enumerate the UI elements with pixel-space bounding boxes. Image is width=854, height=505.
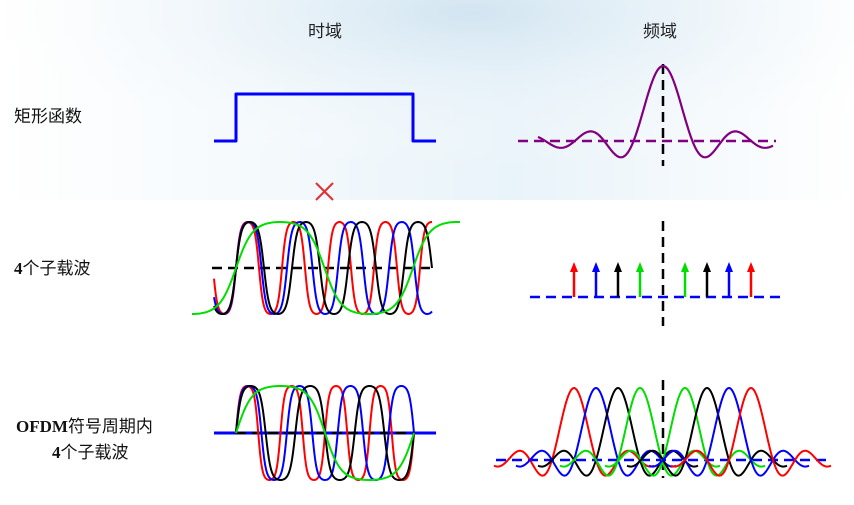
- row-label-rect-function: 矩形函数: [14, 107, 82, 127]
- subcarrier-green-ofdm: [235, 385, 415, 481]
- subcarrier-blue-ofdm: [235, 385, 415, 481]
- spectral-arrowhead-4: [681, 262, 689, 272]
- subcarrier-green-infinite: [192, 221, 461, 315]
- spectral-arrowhead-0: [570, 262, 578, 272]
- sinc-spectrum: [537, 64, 774, 159]
- row-label-ofdm-acronym: OFDM: [16, 417, 68, 436]
- sinc-subcarrier-4: [604, 387, 766, 477]
- row-label-ofdm-period: 符号周期内: [67, 417, 153, 437]
- sinc-subcarrier-5: [626, 387, 788, 477]
- row-label-subcarriers-count: 4: [14, 259, 23, 278]
- sinc-subcarrier-7: [670, 387, 832, 477]
- row-label-subcarriers-text: 个子载波: [22, 259, 91, 279]
- spectral-arrowhead-6: [725, 262, 733, 272]
- spectral-arrowhead-1: [592, 262, 600, 272]
- spectral-arrowhead-7: [747, 262, 755, 272]
- row-label-ofdm-count: 4: [52, 443, 61, 462]
- multiply-cross-icon-stroke-2: [315, 182, 334, 201]
- row-label-subcarriers: 4个子载波: [14, 254, 91, 279]
- row-label-ofdm-line1: OFDM符号周期内: [16, 412, 153, 437]
- row-label-ofdm-line2: 4个子载波: [52, 438, 129, 463]
- rect-pulse: [214, 92, 436, 143]
- spectral-arrowhead-3: [636, 262, 644, 272]
- subcarrier-black-infinite: [213, 221, 433, 315]
- time-domain-header: 时域: [308, 22, 342, 42]
- spectral-arrowhead-5: [703, 262, 711, 272]
- frequency-domain-header: 频域: [643, 22, 677, 42]
- row-label-ofdm-subcarriers: 个子载波: [60, 443, 129, 463]
- spectral-arrowhead-2: [614, 262, 622, 272]
- sinc-subcarrier-6: [648, 387, 810, 477]
